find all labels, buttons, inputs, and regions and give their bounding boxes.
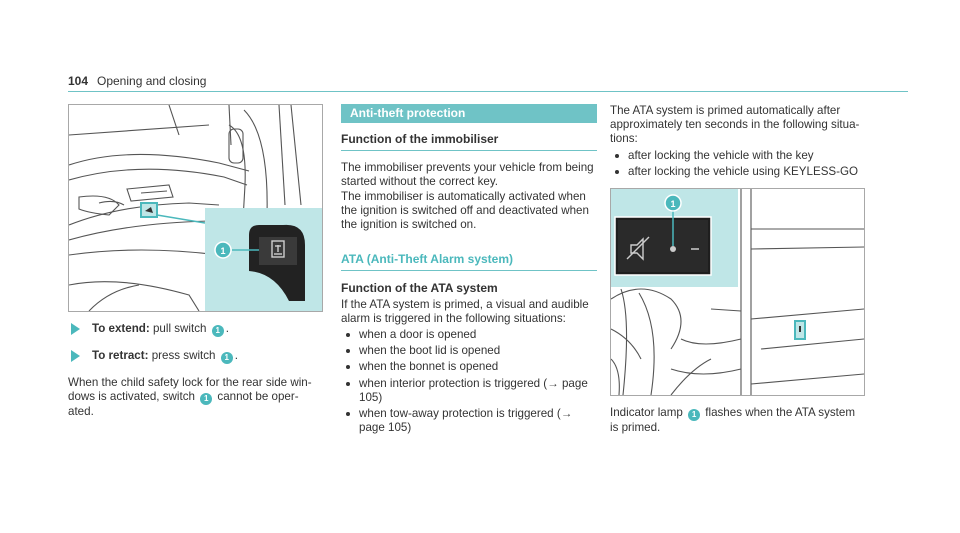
callout-badge: 1 — [200, 393, 213, 406]
step-end: . — [234, 349, 238, 362]
note-text: When the child safety lock for the rear … — [68, 376, 312, 404]
ata-heading: ATA (Anti-Theft Alarm system) — [341, 252, 597, 272]
list-item: after locking the vehicle with the key — [610, 149, 865, 163]
step-text: press switch — [148, 349, 219, 362]
step-extend: To extend: pull switch 1. — [68, 322, 323, 337]
step-text: pull switch — [149, 322, 210, 335]
note-text-end: cannot be oper-ated. — [68, 390, 299, 419]
caption-text-end: flashes when the ATA system is primed. — [610, 406, 855, 434]
list-item: when interior protection is triggered (→… — [341, 377, 597, 405]
caption-text: Indicator lamp — [610, 406, 687, 419]
column-1: To extend: pull switch 1. To retract: pr… — [68, 322, 323, 419]
alarm-trigger-list: when a door is opened when the boot lid … — [341, 328, 597, 435]
immobiliser-heading: Function of the immobiliser — [341, 132, 597, 152]
door-switch-figure: 1 — [68, 104, 323, 312]
step-end: . — [225, 322, 229, 335]
auto-prime-list: after locking the vehicle with the key a… — [610, 149, 865, 179]
ata-function-heading: Function of the ATA system — [341, 281, 498, 296]
child-lock-note: When the child safety lock for the rear … — [68, 376, 323, 419]
page-header: 104 Opening and closing — [68, 72, 908, 92]
list-item: when the boot lid is opened — [341, 344, 597, 358]
ata-auto-prime-intro: The ATA system is primed automatically a… — [610, 104, 860, 146]
immobiliser-paragraph-2: The immobiliser is automatically activat… — [341, 189, 589, 232]
step-arrow-icon — [71, 350, 80, 362]
callout-badge: 1 — [211, 325, 224, 337]
callout-badge: 1 — [220, 352, 233, 364]
callout-badge: 1 — [688, 409, 701, 421]
indicator-lamp-figure: 1 — [610, 188, 865, 396]
list-item: after locking the vehicle using KEYLESS-… — [610, 165, 865, 179]
figure-callout: 1 — [670, 199, 675, 209]
page-number: 104 — [68, 74, 89, 88]
list-item: when a door is opened — [341, 328, 597, 342]
ata-intro: If the ATA system is primed, a visual an… — [341, 297, 589, 325]
column-2: Anti-theft protection Function of the im… — [341, 104, 597, 437]
immobiliser-paragraph-1: The immobiliser prevents your vehicle fr… — [341, 161, 594, 189]
section-title: Anti-theft protection — [341, 104, 597, 123]
figure-callout: 1 — [220, 246, 225, 256]
list-item: when tow-away protection is triggered (→… — [341, 407, 597, 435]
step-label: To extend: — [92, 322, 150, 335]
step-label: To retract: — [92, 349, 149, 362]
column-3: The ATA system is primed automatically a… — [610, 104, 865, 181]
page-title: Opening and closing — [97, 74, 207, 88]
step-retract: To retract: press switch 1. — [68, 349, 323, 364]
list-item: when the bonnet is opened — [341, 360, 597, 374]
step-arrow-icon — [71, 323, 80, 335]
figure-caption: Indicator lamp 1 flashes when the ATA sy… — [610, 406, 865, 435]
